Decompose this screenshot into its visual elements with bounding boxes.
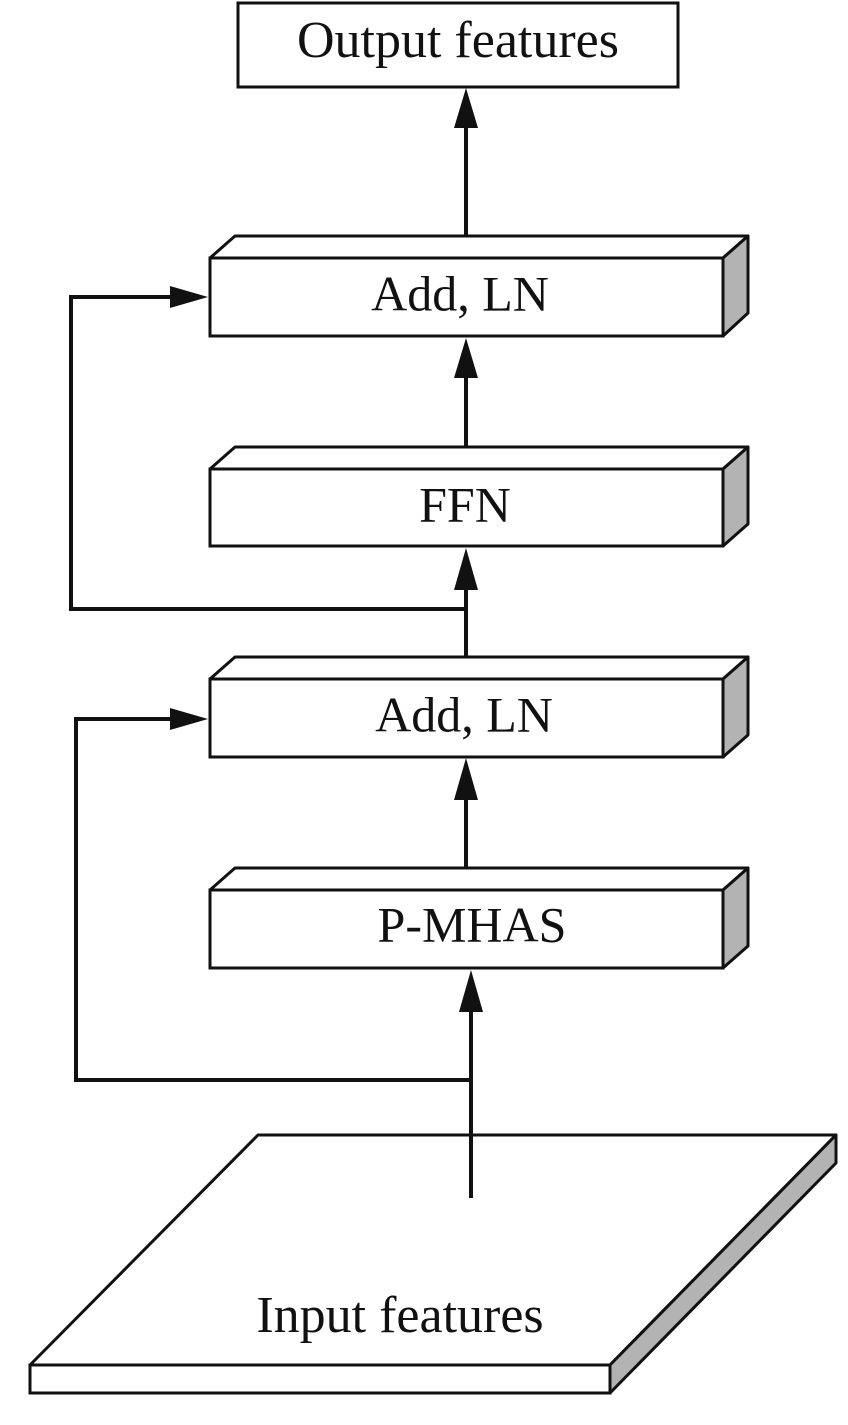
arrowhead-into-addln-bottom [454, 758, 478, 800]
residual-arrowhead-bottom [170, 708, 208, 730]
input-features-label: Input features [256, 1287, 543, 1344]
add-ln-top-block: Add, LN [208, 234, 750, 338]
p-mhas-block: P-MHAS [208, 866, 750, 970]
arrowhead-into-addln-top [454, 338, 478, 378]
ffn-label: FFN [419, 476, 511, 532]
arrowhead-into-ffn [454, 548, 478, 590]
output-features-box: Output features [236, 1, 680, 89]
add-ln-bottom-block: Add, LN [208, 655, 750, 759]
input-features-slab: Input features [28, 1133, 838, 1395]
arrowhead-into-output [454, 88, 478, 128]
residual-arrowhead-top [170, 286, 208, 308]
residual-connector-top [69, 295, 466, 611]
residual-connector-bottom [74, 717, 471, 1082]
add-ln-top-label: Add, LN [371, 265, 549, 321]
add-ln-bottom-label: Add, LN [375, 686, 553, 742]
p-mhas-label: P-MHAS [378, 896, 567, 952]
output-features-label: Output features [297, 12, 619, 69]
ffn-block: FFN [208, 445, 750, 548]
arrowhead-into-pmhas [459, 970, 483, 1012]
